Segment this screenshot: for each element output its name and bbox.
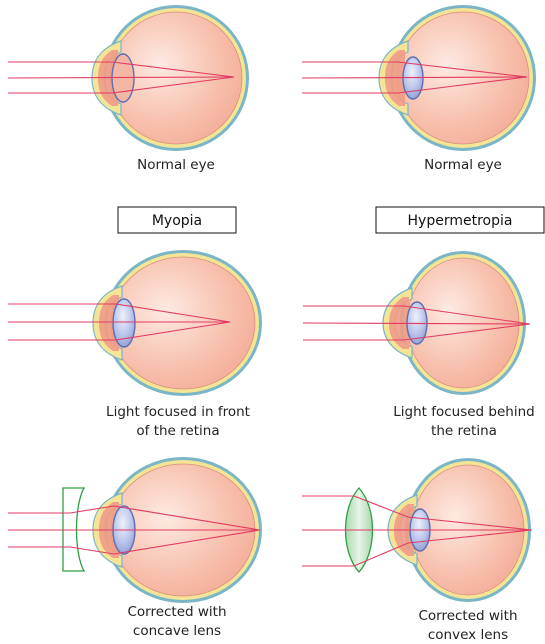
myopia-title: Myopia bbox=[152, 213, 202, 229]
hypermetropia-eye bbox=[303, 251, 530, 395]
convex-caption-line2: convex lens bbox=[428, 627, 508, 643]
concave-corrected-eye bbox=[8, 457, 262, 603]
convex-caption-line1: Corrected with bbox=[418, 608, 517, 624]
hyper-title-box: Hypermetropia bbox=[376, 207, 544, 233]
myopia-eye bbox=[8, 250, 262, 396]
hyper-caption-line2: the retina bbox=[431, 423, 497, 439]
concave-caption-line2: concave lens bbox=[133, 623, 221, 639]
myopia-caption-line1: Light focused in front bbox=[106, 404, 250, 420]
hyper-title: Hypermetropia bbox=[408, 213, 513, 229]
concave-caption-line1: Corrected with bbox=[127, 604, 226, 620]
hyper-caption-line1: Light focused behind bbox=[393, 404, 534, 420]
normal-eye-right-caption: Normal eye bbox=[424, 157, 502, 173]
myopia-title-box: Myopia bbox=[118, 207, 236, 233]
normal-eye-left bbox=[8, 5, 249, 151]
normal-eye-right bbox=[302, 5, 536, 151]
normal-eye-left-caption: Normal eye bbox=[137, 157, 215, 173]
myopia-caption-line2: of the retina bbox=[136, 423, 219, 439]
convex-corrected-eye bbox=[302, 458, 532, 602]
